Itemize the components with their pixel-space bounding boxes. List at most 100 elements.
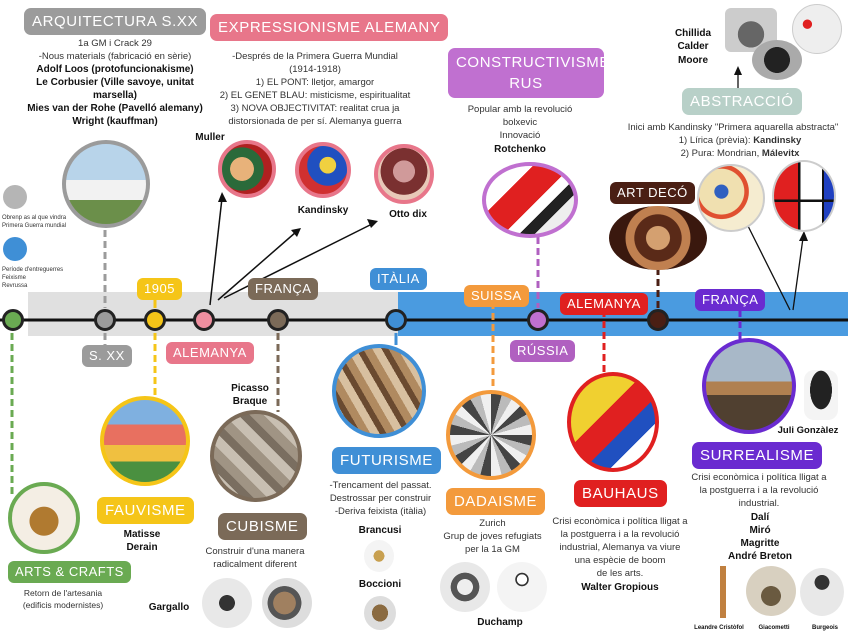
constructivisme-rotchenko: Rotchenko — [494, 144, 546, 155]
futurisme-image — [332, 344, 426, 438]
constructivisme-title-line2: RUS — [509, 75, 543, 92]
leandre-cristofol-sculpture-image — [708, 566, 738, 618]
timeline-dot-cubisme[interactable] — [267, 309, 289, 331]
giacometti-sculpture-image — [746, 566, 796, 616]
arquitectura-line1: 1a GM i Crack 29 — [78, 38, 152, 49]
surrealisme-title: SURREALISME — [692, 442, 823, 469]
timeline-dot-constructivisme[interactable] — [527, 309, 549, 331]
artist-duchamp: Duchamp — [477, 617, 523, 628]
label-suissa: SUISSA — [464, 285, 529, 307]
artist-magritte: Magritte — [740, 538, 780, 549]
expressionisme-l2: (1914-1918) — [289, 64, 341, 75]
label-1905: 1905 — [137, 278, 182, 300]
otto-dix-image — [374, 144, 434, 204]
brancusi-sculpture-image — [364, 540, 394, 572]
arts-crafts-image — [8, 482, 80, 554]
cubisme-sculpture-image — [262, 578, 312, 628]
bauhaus-l3: industrial, Alemanya va viure — [559, 542, 681, 553]
arquitectura-b2: Le Corbusier (Ville savoye, unitat marse… — [36, 77, 194, 101]
surrealisme-image — [702, 338, 796, 434]
artdeco-title: ART DECÓ — [610, 182, 695, 204]
artist-gargallo: Gargallo — [148, 602, 190, 613]
constructivisme-l3: Innovació — [499, 130, 541, 141]
artdeco-image — [609, 206, 707, 270]
arquitectura-b1: Adolf Loos (protofuncionakisme) — [36, 64, 194, 75]
bauhaus-image — [567, 372, 659, 472]
bauhaus-l4: una espècie de boom — [574, 555, 666, 566]
cubisme-image — [210, 410, 302, 502]
muller-painting-image — [218, 140, 276, 198]
legend-blue-text2: Feixisme — [2, 275, 27, 281]
abstraccio-artist-2: Calder — [677, 41, 709, 52]
legend-gray-text2: Primera Guerra mundial — [2, 223, 67, 229]
bauhaus-l1: Crisi econòmica i política lligat a — [552, 516, 688, 527]
artist-boccioni: Boccioni — [358, 579, 402, 590]
abstraccio-l2: 1) Lírica (prèvia): Kandinsky — [640, 135, 840, 148]
artist-leandre-cristofol: Leandre Cristòfol — [694, 625, 744, 631]
duchamp-wheel-image — [497, 562, 547, 612]
expressionisme-l5: 3) NOVA OBJECTIVITAT: realitat crua ja — [230, 103, 400, 114]
abstraccio-l3: 2) Pura: Mondrian, Málevitx — [640, 148, 840, 161]
surrealisme-l2: la postguerra i a la revolució — [699, 485, 819, 496]
dadaisme-l2: Grup de joves refugiats — [443, 531, 542, 542]
bauhaus-title: BAUHAUS — [574, 480, 667, 507]
timeline-dot-1905[interactable] — [144, 309, 166, 331]
arts-crafts-title: ARTS & CRAFTS — [8, 561, 131, 583]
abstraccio-l2-text: 1) Lírica (prèvia): — [678, 135, 754, 146]
timeline-dot-arts[interactable] — [2, 309, 24, 331]
constructivisme-l2: bolxevic — [502, 117, 538, 128]
constructivisme-title-line1: CONSTRUCTIVISME — [456, 54, 611, 71]
timeline-dot-artdeco[interactable] — [647, 309, 669, 331]
label-franca-2: FRANÇA — [695, 289, 766, 311]
bauhaus-gropius: Walter Gropious — [581, 582, 659, 593]
legend-blue-text1: Període d'entreguerres — [2, 267, 64, 273]
legend-blue-text3: Revrussa — [2, 283, 28, 289]
abstraccio-l3-bold: Málevitx — [761, 148, 800, 159]
artist-juli-gonzalez: Juli Gonzàlez — [777, 425, 839, 436]
abstraccio-l1: Inici amb Kandinsky "Primera aquarella a… — [627, 122, 839, 133]
timeline-dot-futurisme[interactable] — [385, 309, 407, 331]
futurisme-title: FUTURISME — [332, 447, 441, 474]
arquitectura-b3: Mies van der Rohe (Pavelló alemany) — [27, 103, 203, 114]
artist-picasso: Picasso — [231, 383, 269, 394]
kandinsky-blue-rider-image — [295, 142, 351, 198]
mondrian-image — [772, 160, 836, 232]
artist-giacometti: Giacometti — [758, 625, 790, 631]
artist-miro: Miró — [749, 525, 771, 536]
artist-braque: Braque — [232, 396, 268, 407]
dadaisme-image — [446, 390, 536, 480]
surrealisme-l1: Crisi econòmica i política lligat a — [691, 472, 827, 483]
artist-andre-breton: André Breton — [728, 551, 792, 562]
moore-sculpture-image — [752, 40, 802, 80]
timeline-gray-band — [28, 292, 400, 336]
cubisme-title: CUBISME — [218, 513, 307, 540]
artist-derain: Derain — [126, 542, 158, 553]
constructivisme-poster-image — [482, 162, 578, 238]
artist-matisse: Matisse — [123, 529, 161, 540]
timeline-dot-sxx[interactable] — [94, 309, 116, 331]
cubisme-l1: Construir d'una manera — [205, 546, 305, 557]
abstraccio-artist-1: Chillida — [674, 28, 712, 39]
futurisme-l1: -Trencament del passat. — [329, 480, 432, 491]
label-sxx: S. XX — [82, 345, 132, 367]
bauhaus-l2: la postguerra i a la revolució — [560, 529, 680, 540]
timeline-dot-expressionisme[interactable] — [193, 309, 215, 331]
fauvisme-image — [100, 396, 190, 486]
dadaisme-title: DADAISME — [446, 488, 546, 515]
constructivisme-title: CONSTRUCTIVISME RUS — [448, 48, 609, 98]
label-franca-1: FRANÇA — [248, 278, 319, 300]
surrealisme-l3: industrial. — [738, 498, 780, 509]
expressionisme-l3: 1) EL PONT: lletjor, amargor — [255, 77, 375, 88]
arquitectura-b4: Wright (kauffman) — [72, 116, 158, 127]
bauhaus-l5: de les arts. — [596, 568, 644, 579]
juli-gonzalez-sculpture-image — [804, 370, 838, 420]
arts-crafts-l1: Retorn de l'artesania — [23, 588, 103, 598]
artist-burgeois: Burgeois — [811, 625, 838, 631]
futurisme-l3: -Deriva feixista (itàlia) — [334, 506, 427, 517]
dadaisme-l3: per la 1a GM — [465, 544, 520, 555]
boccioni-sculpture-image — [364, 596, 396, 630]
artist-kandinsky: Kandinsky — [297, 205, 349, 216]
arquitectura-title: ARQUITECTURA S.XX — [24, 8, 207, 35]
legend-blue-dot — [3, 237, 27, 261]
constructivisme-l1: Popular amb la revolució — [467, 104, 573, 115]
